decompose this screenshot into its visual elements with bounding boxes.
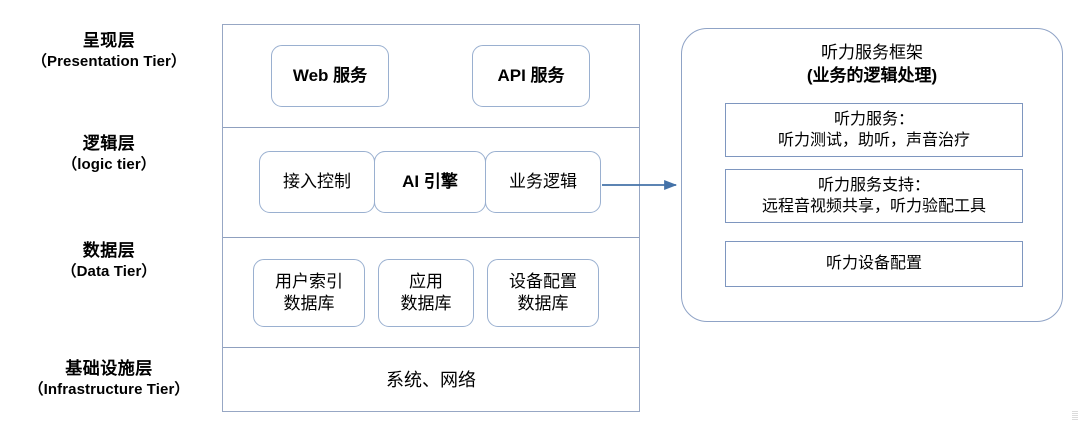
tier-divider-2 — [223, 237, 639, 238]
hearing-service-framework-panel: 听力服务框架 (业务的逻辑处理) 听力服务： 听力测试，助听，声音治疗 听力服务… — [681, 28, 1063, 322]
box-hearing-service-support[interactable]: 听力服务支持： 远程音视频共享，听力验配工具 — [725, 169, 1023, 223]
right-panel-title-line1: 听力服务框架 — [821, 43, 923, 62]
node-access-control[interactable]: 接入控制 — [259, 151, 375, 213]
tier-label-data-cn: 数据层 — [82, 241, 136, 260]
tier-label-presentation-cn: 呈现层 — [82, 31, 136, 50]
box-hearing-service[interactable]: 听力服务： 听力测试，助听，声音治疗 — [725, 103, 1023, 157]
right-panel-title: 听力服务框架 (业务的逻辑处理) — [682, 41, 1062, 88]
right-panel-title-line2: (业务的逻辑处理) — [806, 66, 938, 86]
tier-label-presentation-en: （Presentation Tier） — [31, 53, 187, 71]
node-business-logic[interactable]: 业务逻辑 — [485, 151, 601, 213]
page-corner-artifact — [1072, 411, 1078, 420]
tier-label-data: 数据层 （Data Tier） — [0, 240, 218, 282]
node-user-index-db[interactable]: 用户索引 数据库 — [253, 259, 365, 327]
tier-divider-1 — [223, 127, 639, 128]
tier-divider-3 — [223, 347, 639, 348]
node-ai-engine[interactable]: AI 引擎 — [374, 151, 486, 213]
tier-label-logic-cn: 逻辑层 — [82, 134, 136, 153]
tier-label-infrastructure-cn: 基础设施层 — [65, 359, 153, 378]
tier-label-presentation: 呈现层 （Presentation Tier） — [0, 30, 218, 72]
architecture-stack-panel: Web 服务 API 服务 接入控制 AI 引擎 业务逻辑 用户索引 数据库 应… — [222, 24, 640, 412]
tier-label-infrastructure: 基础设施层 （Infrastructure Tier） — [0, 358, 218, 400]
tier-label-logic: 逻辑层 （logic tier） — [0, 133, 218, 175]
node-web-service[interactable]: Web 服务 — [271, 45, 389, 107]
tier-label-infrastructure-en: （Infrastructure Tier） — [28, 381, 190, 399]
node-api-service[interactable]: API 服务 — [472, 45, 590, 107]
tier-label-data-en: （Data Tier） — [61, 263, 157, 281]
box-hearing-device-config[interactable]: 听力设备配置 — [725, 241, 1023, 287]
tier-label-logic-en: （logic tier） — [62, 156, 156, 174]
node-system-network[interactable]: 系统、网络 — [386, 370, 476, 390]
node-application-db[interactable]: 应用 数据库 — [378, 259, 474, 327]
node-device-config-db[interactable]: 设备配置 数据库 — [487, 259, 599, 327]
